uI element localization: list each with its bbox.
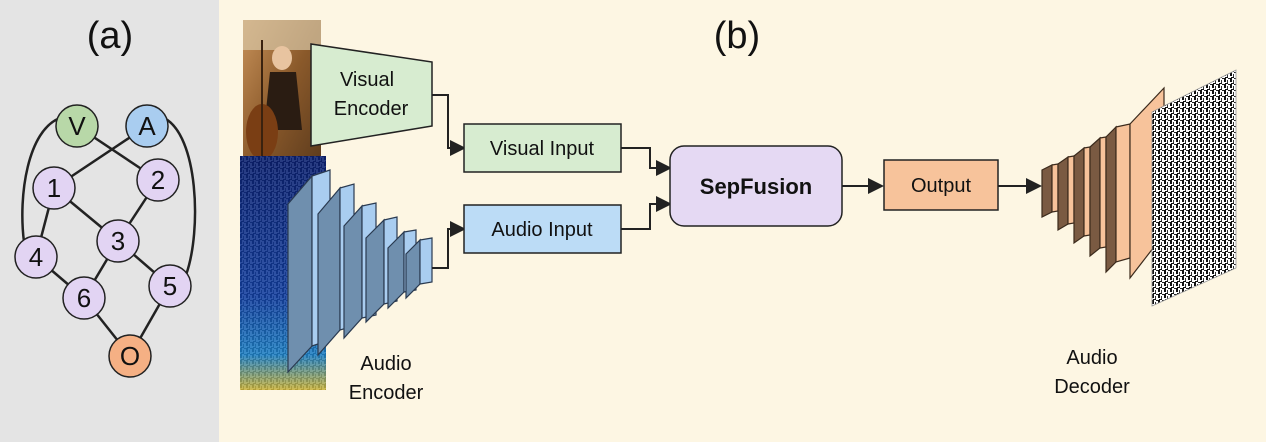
svg-text:Audio Input: Audio Input [491,219,593,241]
svg-text:4: 4 [29,242,43,272]
svg-text:Decoder: Decoder [1054,376,1130,398]
sepfusion-box: SepFusion [669,145,843,227]
svg-text:1: 1 [47,173,61,203]
svg-text:O: O [120,341,140,371]
cello-photo [243,20,321,170]
connector-arrows [432,94,1042,269]
visual-input-box: Visual Input [463,123,622,173]
output-spectrogram [1151,69,1237,307]
audio-encoder-label: Audio Encoder [349,353,424,404]
svg-text:2: 2 [151,165,165,195]
output-box: Output [883,159,999,211]
svg-text:Encoder: Encoder [349,382,424,404]
svg-text:Audio: Audio [1066,347,1117,369]
audio-encoder-stack [287,169,433,374]
graph-node-a: A [125,104,169,148]
panel-b-label: (b) [714,15,760,57]
svg-text:Output: Output [911,175,971,197]
graph-node-3: 3 [96,219,140,263]
svg-text:Visual Input: Visual Input [490,138,595,160]
audio-decoder-label: Audio Decoder [1054,347,1130,398]
svg-text:SepFusion: SepFusion [700,174,812,199]
graph-node-v: V [55,104,99,148]
graph-nodes: V A 1 2 3 4 5 6 [14,104,192,378]
audio-input-box: Audio Input [463,204,622,254]
svg-text:A: A [138,111,156,141]
svg-text:6: 6 [77,283,91,313]
graph-node-5: 5 [148,264,192,308]
graph-node-2: 2 [136,158,180,202]
panel-a-label: (a) [87,15,133,57]
svg-text:Audio: Audio [360,353,411,375]
svg-text:V: V [68,111,86,141]
svg-text:Visual: Visual [340,69,394,91]
svg-text:5: 5 [163,271,177,301]
graph-node-1: 1 [32,166,76,210]
visual-encoder: Visual Encoder [310,43,433,147]
graph-node-6: 6 [62,276,106,320]
svg-text:Encoder: Encoder [334,98,409,120]
graph-node-o: O [108,334,152,378]
graph-node-4: 4 [14,235,58,279]
svg-text:3: 3 [111,226,125,256]
